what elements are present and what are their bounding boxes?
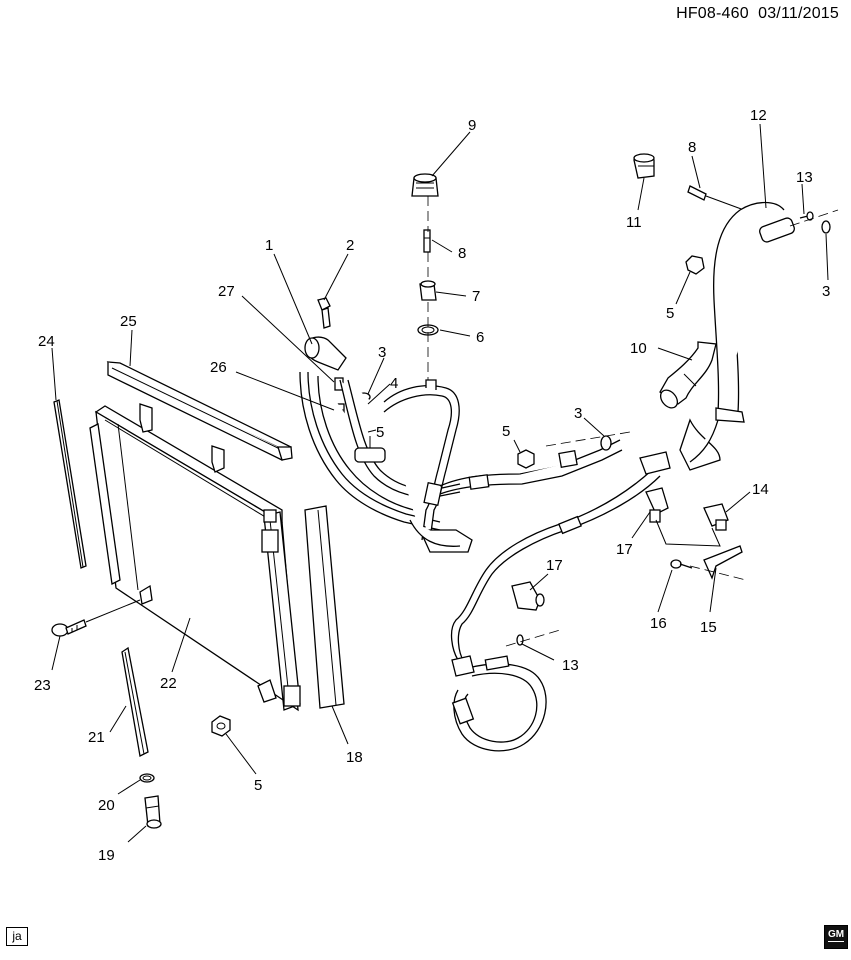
callout-15: 15 (700, 619, 717, 636)
part-12-suction-hose (679, 201, 795, 471)
callout-8: 8 (688, 139, 696, 156)
callout-16: 16 (650, 615, 667, 632)
callout-21: 21 (88, 729, 105, 746)
part-8-valve-core-upper (423, 229, 431, 253)
bolt-center-line-lower (505, 629, 561, 647)
callout-5: 5 (502, 423, 510, 440)
callout-1: 1 (265, 237, 273, 254)
part-2-bolt (317, 297, 331, 329)
part-20-o-ring (139, 773, 155, 783)
part-5-nut-upper-right (685, 255, 705, 275)
callout-2: 2 (346, 237, 354, 254)
part-15-bracket (703, 545, 743, 580)
callout-17: 17 (546, 557, 563, 574)
part-5-nut-middle (517, 449, 535, 469)
callout-3: 3 (822, 283, 830, 300)
callout-10: 10 (630, 340, 647, 357)
callout-7: 7 (472, 288, 480, 305)
callout-numbers: 1 2 27 26 3 4 5 9 8 7 6 5 3 8 11 12 13 3… (34, 107, 830, 864)
callout-5: 5 (254, 777, 262, 794)
callout-19: 19 (98, 847, 115, 864)
callout-27: 27 (218, 283, 235, 300)
callout-24: 24 (38, 333, 55, 350)
part-19-plug (144, 795, 162, 829)
callout-25: 25 (120, 313, 137, 330)
sensor-connector-line (655, 519, 721, 547)
part-24-side-seal (53, 399, 87, 569)
callout-12: 12 (750, 107, 767, 124)
part-14-sensor (703, 503, 729, 531)
part-23-bolt (51, 619, 87, 637)
liquid-line (450, 451, 671, 752)
part-3-o-ring-upper (821, 220, 831, 234)
drawing-date: 03/11/2015 (758, 5, 839, 22)
callout-3: 3 (574, 405, 582, 422)
part-25-upper-seal (106, 361, 293, 461)
part-21-drier-bracket (121, 646, 149, 757)
callout-5: 5 (666, 305, 674, 322)
part-7-fitting (419, 280, 437, 301)
callout-5: 5 (376, 424, 384, 441)
part-13-bolt-lower (516, 634, 524, 646)
callout-9: 9 (468, 117, 476, 134)
part-17-sensor (645, 487, 669, 523)
part-13-bolt-upper (799, 211, 814, 221)
pipe-block-middle (558, 449, 578, 469)
callout-22: 22 (160, 675, 177, 692)
part-11-cap (633, 153, 655, 179)
initials-box: ja (6, 927, 28, 946)
callout-26: 26 (210, 359, 227, 376)
callout-4: 4 (390, 375, 398, 392)
bracket-center-line (689, 565, 747, 581)
part-18-side-seal (304, 505, 345, 709)
drawing-header: HF08-460 03/11/2015 (676, 5, 839, 23)
part-22-condenser (89, 403, 301, 712)
part-17-clip (511, 581, 545, 611)
part-16-bolt (670, 559, 693, 569)
part-10-hose (659, 341, 717, 409)
part-9-cap (411, 173, 439, 197)
bolt-center-line-upper (789, 209, 839, 227)
callout-13: 13 (562, 657, 579, 674)
callout-20: 20 (98, 797, 115, 814)
part-8-valve-core-right (687, 185, 707, 201)
callout-17: 17 (616, 541, 633, 558)
valve-leader (705, 195, 745, 211)
part-1-cap (304, 336, 347, 371)
drawing-code: HF08-460 (676, 5, 749, 22)
callout-11: 11 (626, 214, 642, 231)
leader-lines (51, 123, 829, 843)
callout-18: 18 (346, 749, 363, 766)
part-5-nut-condenser (211, 715, 231, 737)
callout-3: 3 (378, 344, 386, 361)
part-3-o-ring-middle (600, 435, 612, 451)
callout-14: 14 (752, 481, 769, 498)
callout-8: 8 (458, 245, 466, 262)
gm-logo: GM (824, 925, 848, 949)
callout-6: 6 (476, 329, 484, 346)
callout-13: 13 (796, 169, 813, 186)
callout-23: 23 (34, 677, 51, 694)
